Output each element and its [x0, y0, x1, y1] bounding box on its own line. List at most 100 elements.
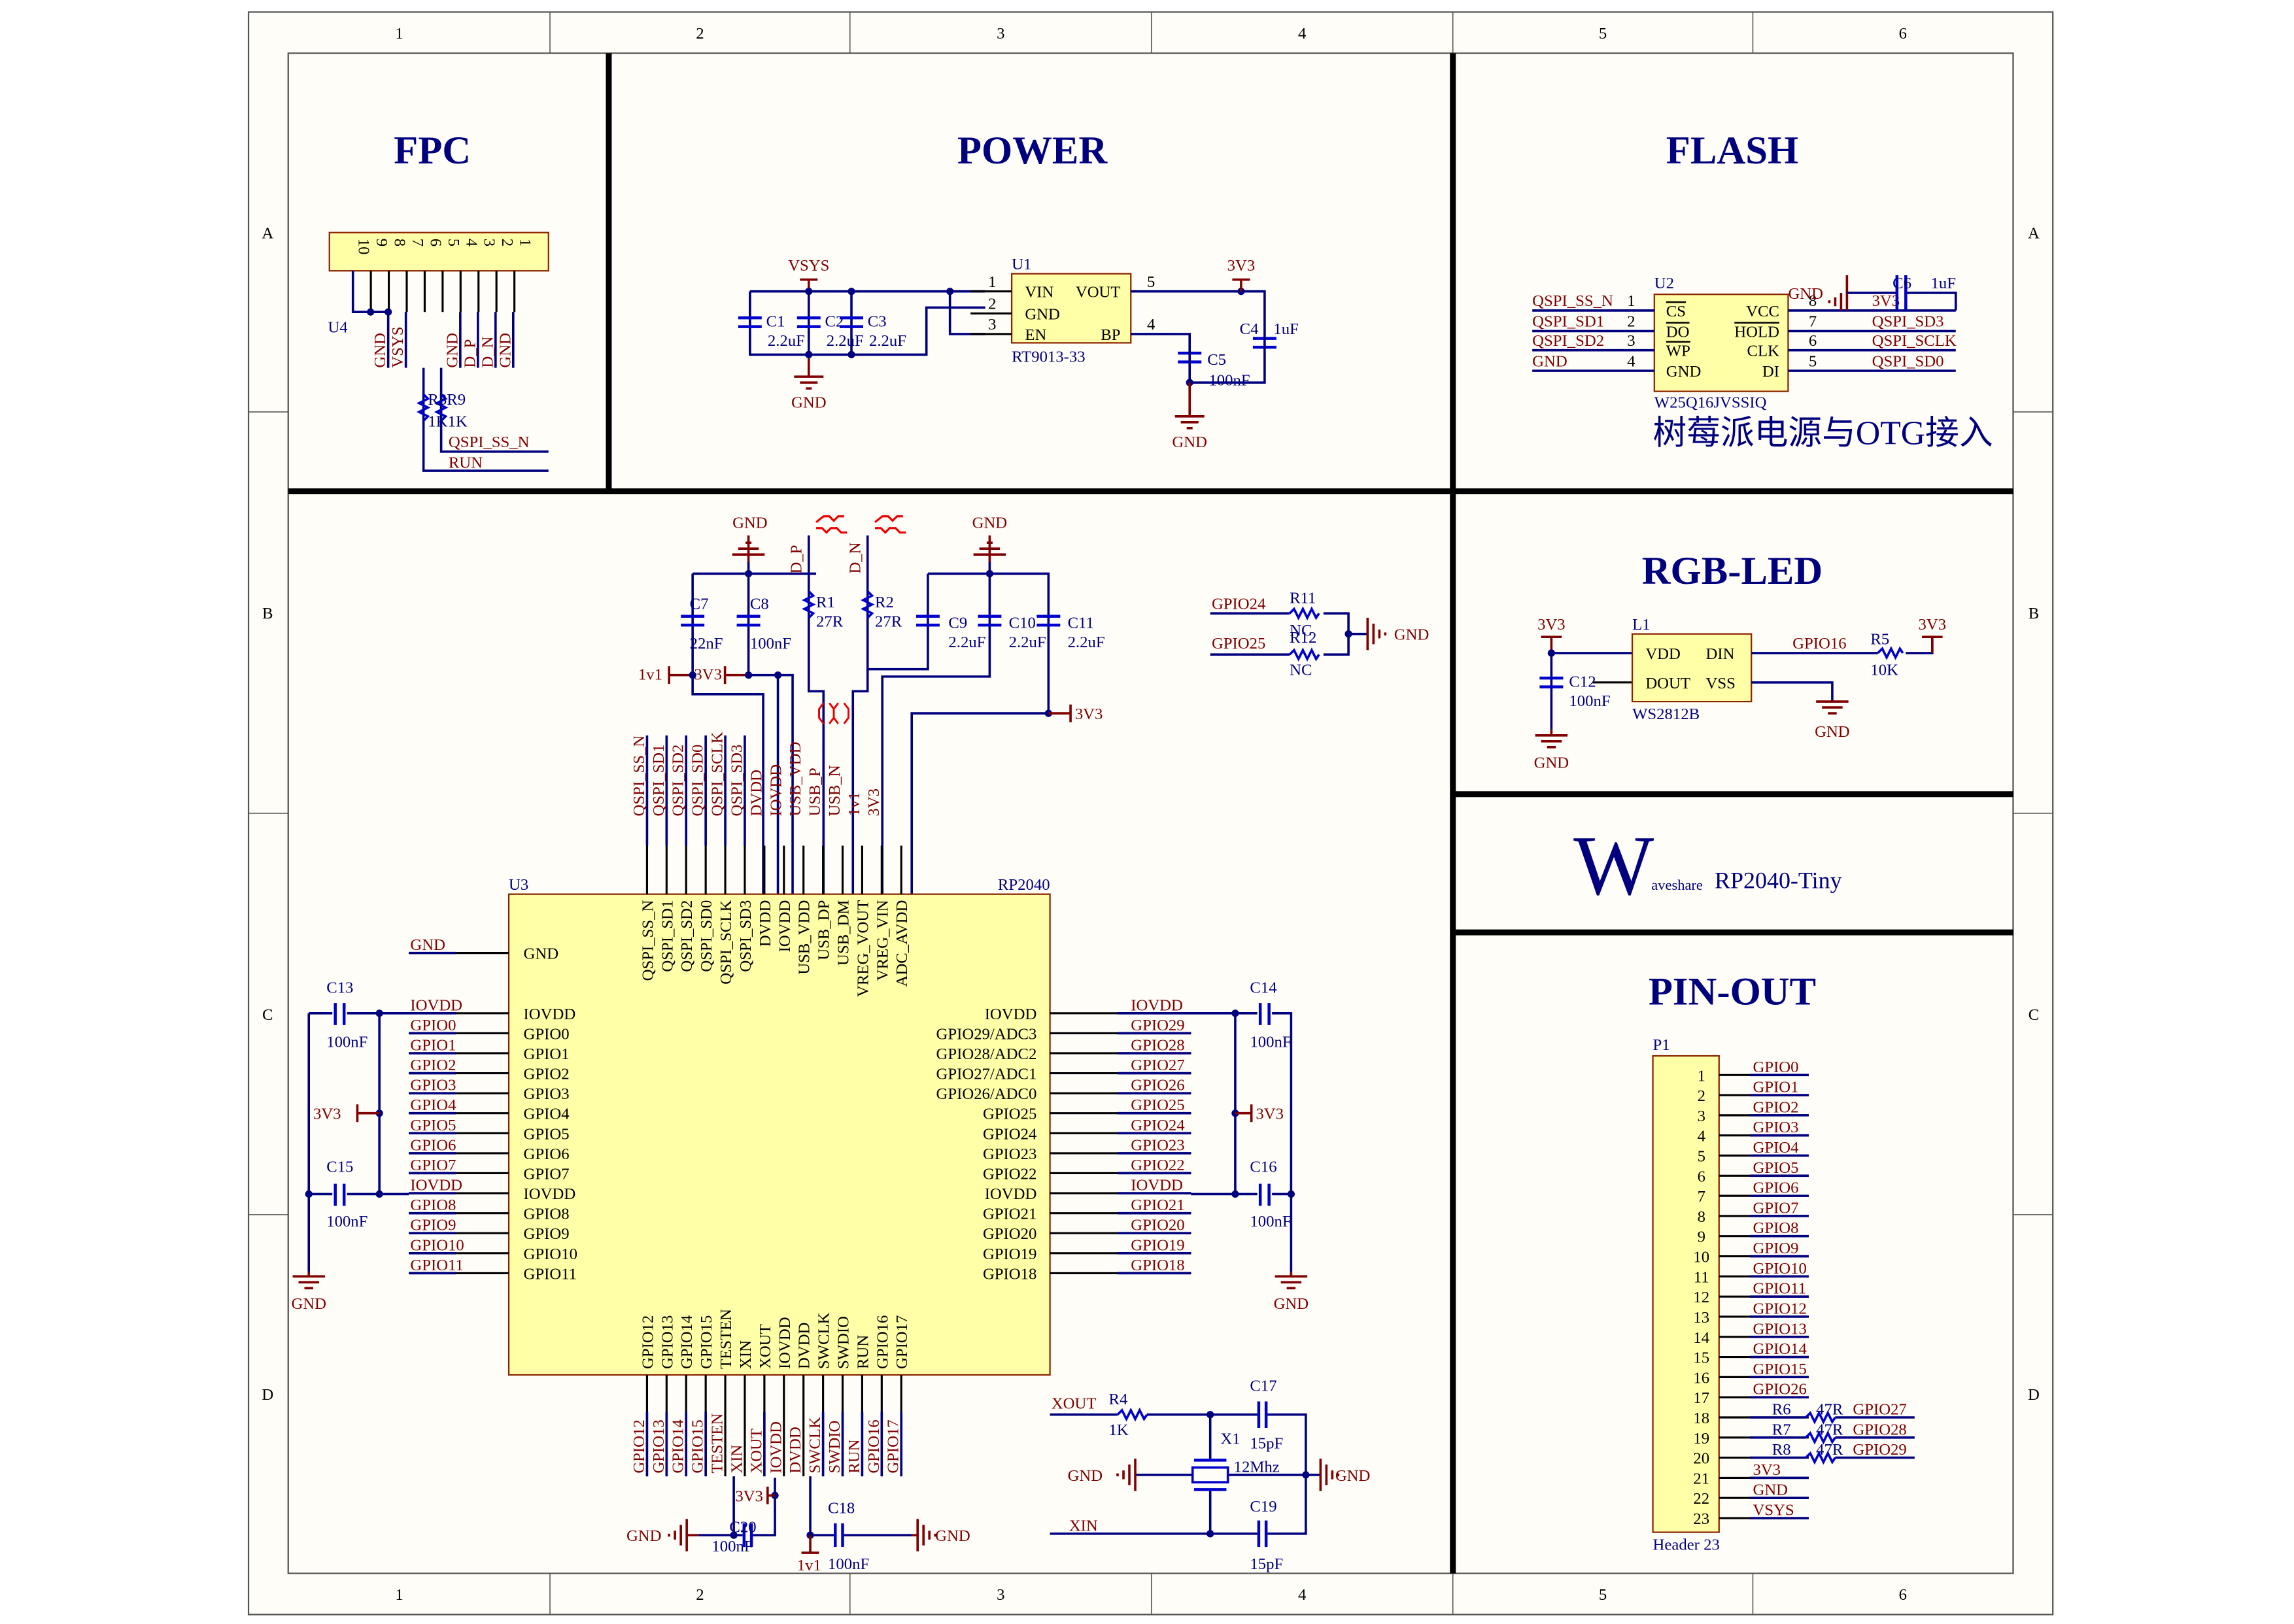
- section-title-fpc: FPC: [394, 129, 471, 173]
- diff-pair-marker-dn: [874, 515, 906, 534]
- mcu-top-pin-name: VREG_VIN: [874, 900, 891, 981]
- u2-part: W25Q16JVSSIQ: [1654, 394, 1767, 411]
- mcu-left-pin-name: GPIO6: [524, 1145, 570, 1163]
- u1-designator: U1: [1012, 256, 1031, 273]
- mcu-left-pin-name: GPIO5: [524, 1125, 570, 1143]
- mcu-right-net-label: GPIO23: [1131, 1136, 1184, 1154]
- section-title-power: POWER: [957, 129, 1108, 173]
- power-vsys-label: VSYS: [788, 257, 829, 275]
- r1-ref: R1: [816, 594, 835, 611]
- capacitor-symbol: [796, 316, 821, 328]
- fpc-net-label: GND: [443, 333, 461, 368]
- mcu-bottom-pin-name: GPIO14: [678, 1315, 696, 1369]
- mcu-top-pin-name: USB_DM: [835, 900, 853, 966]
- header-resistor-value: 47R: [1816, 1400, 1843, 1418]
- c4-ref: C4: [1240, 320, 1259, 338]
- mcu-top-net-label: DVDD: [747, 770, 765, 816]
- fpc-pin-number: 6: [426, 239, 444, 246]
- mcu-right-net-label: GPIO24: [1131, 1117, 1184, 1134]
- fpc-net-label: D_N: [479, 336, 496, 367]
- header-pin-number: 2: [1698, 1087, 1705, 1105]
- mcu-bottom-net-label: XOUT: [747, 1429, 765, 1474]
- mcu-left-net-label: GPIO8: [410, 1196, 456, 1214]
- header-net-label: GPIO15: [1753, 1361, 1806, 1378]
- u1-pin-name: BP: [1101, 326, 1120, 344]
- diff-pair-marker-usb: [818, 702, 849, 724]
- mcu-top-net-label: QSPI_SS_N: [630, 736, 648, 817]
- l1-part: WS2812B: [1632, 705, 1700, 723]
- r5-ref: R5: [1870, 630, 1889, 648]
- mcu-top-net-label: QSPI_SCLK: [709, 732, 727, 816]
- header-net-label: GPIO7: [1753, 1199, 1798, 1217]
- u2-pin-number: 3: [1627, 332, 1635, 350]
- r4-value: 1K: [1109, 1421, 1129, 1439]
- c13-ref: C13: [326, 979, 353, 996]
- mcu-left-net-label: IOVDD: [410, 1177, 462, 1194]
- header-pin-number: 12: [1693, 1289, 1709, 1306]
- rgb-gnd-right: GND: [1815, 723, 1850, 741]
- r5-value: 10K: [1870, 662, 1898, 679]
- dp-label: D_P: [788, 545, 806, 573]
- l1-pin-vss: VSS: [1706, 675, 1736, 692]
- grid-row-left: A: [262, 225, 273, 243]
- u2-pin-number: 5: [1809, 352, 1817, 370]
- mcu-right-pin-name: GPIO24: [983, 1125, 1036, 1143]
- u2-net-label: QSPI_SS_N: [1532, 292, 1613, 310]
- mcu-left-net-label: GPIO11: [410, 1257, 463, 1274]
- crystal-gnd-left: GND: [1068, 1467, 1103, 1485]
- mcu-top-net-label: USB_VDD: [787, 741, 804, 816]
- mcu-top-passives: GND C7 22nF C8 100nF 1v1 3V3 D_P D_N R1 …: [638, 515, 1105, 898]
- header-pin-number: 22: [1693, 1490, 1709, 1508]
- waveshare-logo: W aveshare RP2040-Tiny: [1573, 819, 1841, 913]
- logo-product: RP2040-Tiny: [1715, 868, 1842, 894]
- header-net-label: GPIO8: [1753, 1219, 1798, 1237]
- header-pin-number: 14: [1693, 1329, 1709, 1347]
- header-net-label: GPIO2: [1753, 1098, 1798, 1116]
- grid-row-left: B: [262, 605, 273, 622]
- c15-value: 100nF: [326, 1213, 368, 1230]
- r12-ref: R12: [1290, 629, 1316, 647]
- c16-ref: C16: [1250, 1159, 1276, 1176]
- mcu-bottom-pin-name: DVDD: [796, 1323, 813, 1369]
- u1-pin-number: 2: [988, 296, 996, 313]
- left-gnd-label: GND: [291, 1295, 326, 1313]
- mcu-left-pin-name: GPIO11: [524, 1265, 577, 1283]
- u2-net-label: GND: [1532, 352, 1567, 370]
- header-net-label: GPIO5: [1753, 1159, 1798, 1177]
- power-cap-ref: C1: [766, 313, 785, 331]
- u2-net-label: QSPI_SD3: [1872, 313, 1944, 331]
- mcu-top-net-label: QSPI_SD3: [728, 745, 745, 817]
- mcu-bottom-pin-name: XIN: [737, 1340, 755, 1369]
- x1-ref: X1: [1220, 1430, 1240, 1448]
- mcu-bottom-pin-name: GPIO17: [893, 1315, 911, 1369]
- header-resistor-ref: R6: [1772, 1400, 1791, 1418]
- mcu-left-pin-name: IOVDD: [524, 1185, 576, 1203]
- mcu-top-pin-name: QSPI_SCLK: [717, 900, 735, 985]
- mcu-top-net-label: QSPI_SD1: [650, 745, 668, 817]
- bottom-gnd-left: GND: [626, 1527, 662, 1545]
- header-pin-number: 9: [1698, 1228, 1705, 1246]
- u2-net-label: QSPI_SD1: [1532, 313, 1604, 331]
- header-net-label: 3V3: [1753, 1461, 1781, 1479]
- mcu-right-net-label: GPIO29: [1131, 1017, 1184, 1034]
- u1-pin-name: VOUT: [1076, 284, 1121, 301]
- header-net-label: GPIO3: [1753, 1119, 1798, 1136]
- logo-letter: W: [1573, 819, 1654, 913]
- fpc-net-label: D_P: [461, 339, 479, 368]
- top-3v3-label: 3V3: [694, 666, 722, 683]
- header-pin-number: 16: [1693, 1369, 1709, 1387]
- c10-value: 2.2uF: [1009, 634, 1046, 651]
- mcu-left-decoupling: 3V3 C13 100nF C15 100nF GND: [291, 979, 409, 1313]
- mcu-top-net-label: IOVDD: [767, 764, 785, 817]
- fpc-pin-number: 10: [355, 239, 373, 255]
- mcu-top-pin-name: QSPI_SD0: [698, 900, 715, 972]
- header-pin-number: 4: [1698, 1128, 1705, 1145]
- c19-value: 15pF: [1250, 1555, 1283, 1573]
- power-gnd2-label: GND: [1172, 433, 1207, 451]
- mcu-right-pin-name: GPIO18: [983, 1265, 1036, 1283]
- header-far-net-label: GPIO27: [1853, 1400, 1906, 1418]
- c7-ref: C7: [690, 595, 709, 613]
